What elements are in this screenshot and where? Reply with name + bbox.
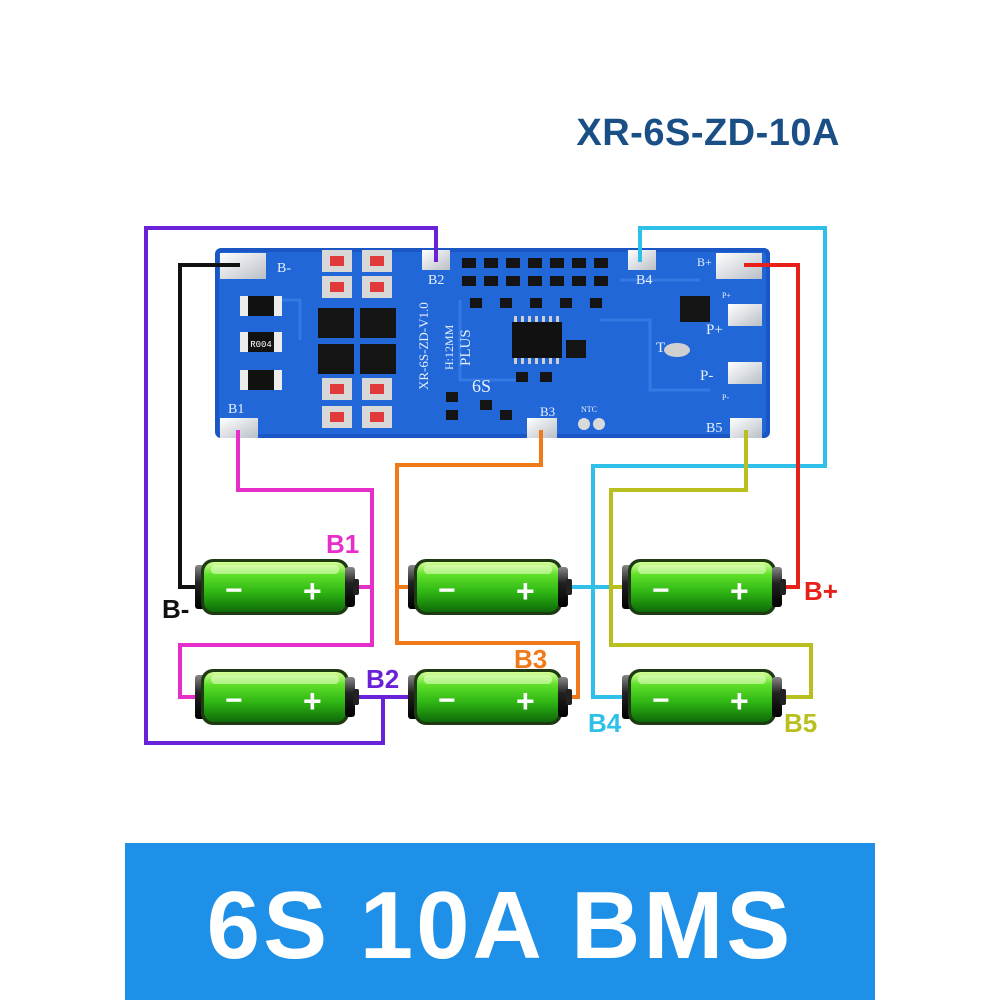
cell-3-neg: − [438,684,456,717]
silk-bminus: B- [277,261,291,276]
pad-pplus [728,304,762,326]
cell-5: − + [622,669,786,725]
cell-1: − + [195,559,359,615]
silk-small-pplus: P+ [722,291,731,300]
protection-ic [512,316,562,364]
silk-model: XR-6S-ZD-V1.0 [416,302,431,390]
cell-2-neg: − [225,684,243,717]
label-b5: B5 [784,708,817,738]
label-bminus: B- [162,594,189,624]
cell-1-neg: − [225,574,243,607]
mosfet-array [318,250,396,428]
cell-4: − + [408,559,572,615]
cell-2: − + [195,669,359,725]
model-title: XR-6S-ZD-10A [576,112,840,154]
banner-title: 6S 10A BMS [206,872,794,979]
cell-6-pos: + [730,573,749,609]
cell-2-pos: + [303,683,322,719]
cell-3-pos: + [516,683,535,719]
silk-b2: B2 [428,273,444,288]
label-b1: B1 [326,529,359,559]
pad-b1 [220,418,258,438]
cell-6: − + [622,559,786,615]
silk-ntc: NTC [581,405,597,414]
label-b3: B3 [514,644,547,674]
silk-b1: B1 [228,402,244,417]
product-banner: 6S 10A BMS [125,843,875,1000]
wire-b1-a [178,430,374,699]
silk-pplus: P+ [706,322,723,338]
pad-b3 [527,418,557,438]
wires [144,226,827,745]
silk-t: T [656,340,665,356]
label-bplus: B+ [804,576,838,606]
wire-b4-a [591,226,827,699]
silk-b5: B5 [706,421,722,436]
silk-bplus: B+ [697,255,712,269]
bms-wiring-diagram: R004 [144,226,838,745]
cell-5-pos: + [730,683,749,719]
ntc-pad-1 [578,418,590,430]
wire-b3-a [395,430,580,699]
pad-b5 [730,418,762,438]
smd-components [446,258,710,420]
pcb-board: R004 [215,248,770,438]
cell-1-pos: + [303,573,322,609]
label-b4: B4 [588,708,622,738]
silk-b3: B3 [540,404,555,419]
cell-6-neg: − [652,574,670,607]
cell-4-neg: − [438,574,456,607]
shunt-resistors: R004 [240,296,282,390]
wire-b5-a [609,430,813,699]
wire-bminus [178,263,240,589]
silk-pminus: P- [700,368,713,384]
ntc-pad-2 [593,418,605,430]
silk-small-pminus: P- [722,393,729,402]
cell-4-pos: + [516,573,535,609]
silk-plus: PLUS [458,329,474,366]
resistor-code: R004 [250,340,272,350]
silk-height: H:12MM [442,324,456,370]
label-b2: B2 [366,664,399,694]
thermistor [664,343,690,357]
wire-bplus [744,263,800,589]
cell-3: − + [408,669,572,725]
pad-pminus [728,362,762,384]
silk-b4: B4 [636,273,652,288]
silk-6s: 6S [472,376,491,396]
cell-5-neg: − [652,684,670,717]
